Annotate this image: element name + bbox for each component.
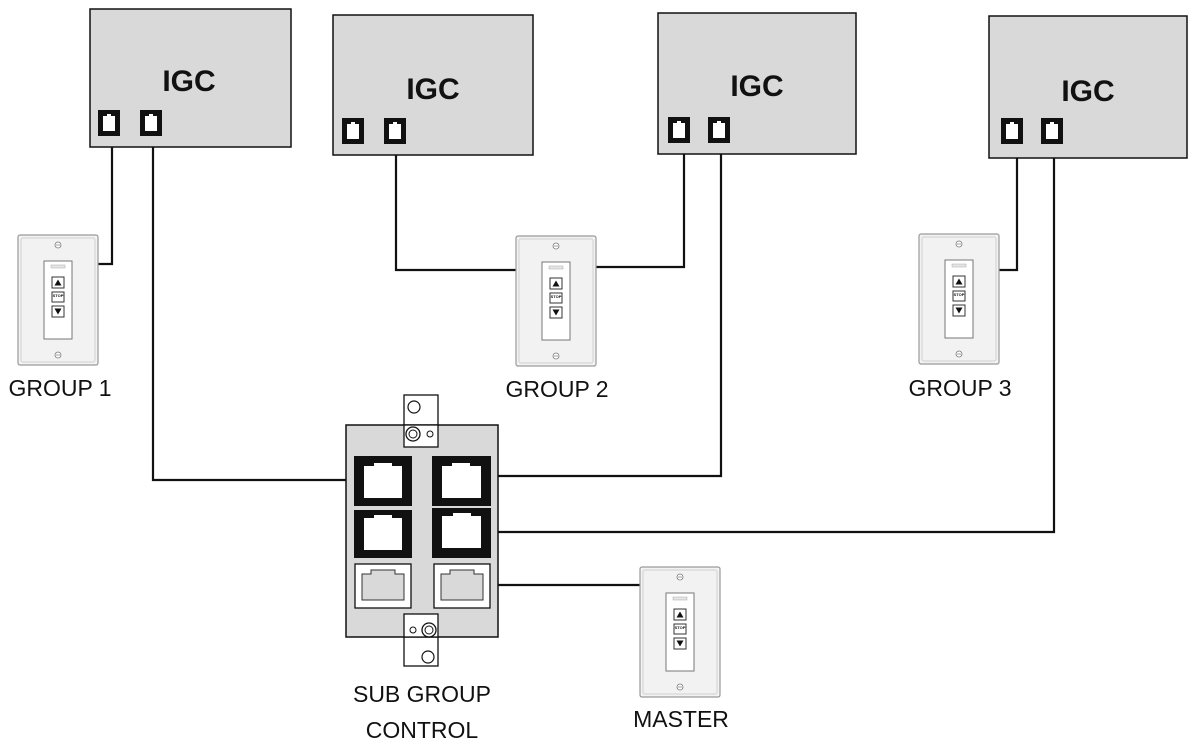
igc-title: IGC	[730, 70, 783, 103]
stop-button-label: STOP	[954, 292, 965, 297]
jack-large-icon	[432, 508, 491, 558]
igc-unit-2: IGC	[332, 14, 534, 156]
wire-igc1-subgroup	[151, 140, 356, 482]
stop-button-label: STOP	[53, 293, 64, 298]
wire-igc1-group1	[97, 140, 114, 266]
switch-label: GROUP 2	[505, 376, 608, 402]
jack-large-icon	[432, 456, 491, 506]
wall-switch-icon	[17, 234, 99, 366]
stop-button-label: STOP	[675, 625, 686, 630]
wires	[97, 140, 1056, 587]
switch-group-1: STOP GROUP 1	[8, 234, 112, 401]
wire-igc4-subgroup	[491, 147, 1056, 534]
sub-group-label-line1: SUB GROUP	[353, 681, 491, 707]
switch-label: MASTER	[633, 706, 729, 732]
sub-group-label-line2: CONTROL	[366, 717, 479, 743]
jack-large-icon	[354, 510, 412, 558]
jack-icon	[668, 117, 690, 143]
sub-group-control: SUB GROUP CONTROL	[345, 394, 499, 743]
wire-igc2-group2	[394, 146, 516, 272]
jack-outline-icon	[354, 563, 412, 609]
jack-icon	[140, 110, 162, 136]
switch-group-2: STOP GROUP 2	[505, 235, 609, 402]
switch-label: GROUP 1	[8, 375, 111, 401]
jack-large-icon	[354, 456, 412, 506]
igc-title: IGC	[1061, 75, 1114, 108]
igc-unit-1: IGC	[89, 8, 292, 148]
jack-icon	[384, 118, 406, 144]
wall-switch-icon	[918, 233, 1000, 365]
switch-master: STOP MASTER	[633, 566, 729, 732]
wall-switch-icon	[515, 235, 597, 367]
jack-icon	[1041, 118, 1063, 144]
igc-title: IGC	[162, 65, 215, 98]
switch-group-3: STOP GROUP 3	[908, 233, 1012, 401]
wire-igc3-subgroup	[491, 146, 723, 478]
jack-outline-icon	[433, 563, 491, 609]
igc-unit-4: IGC	[988, 15, 1188, 159]
jack-icon	[1001, 118, 1023, 144]
igc-unit-3: IGC	[657, 12, 857, 155]
switch-label: GROUP 3	[908, 375, 1011, 401]
jack-icon	[708, 117, 730, 143]
wall-switch-icon	[639, 566, 721, 698]
igc-title: IGC	[406, 73, 459, 106]
jack-icon	[98, 110, 120, 136]
wire-igc4-group3	[997, 147, 1019, 272]
jack-icon	[342, 118, 364, 144]
stop-button-label: STOP	[551, 294, 562, 299]
wire-igc3-group2	[594, 146, 686, 269]
